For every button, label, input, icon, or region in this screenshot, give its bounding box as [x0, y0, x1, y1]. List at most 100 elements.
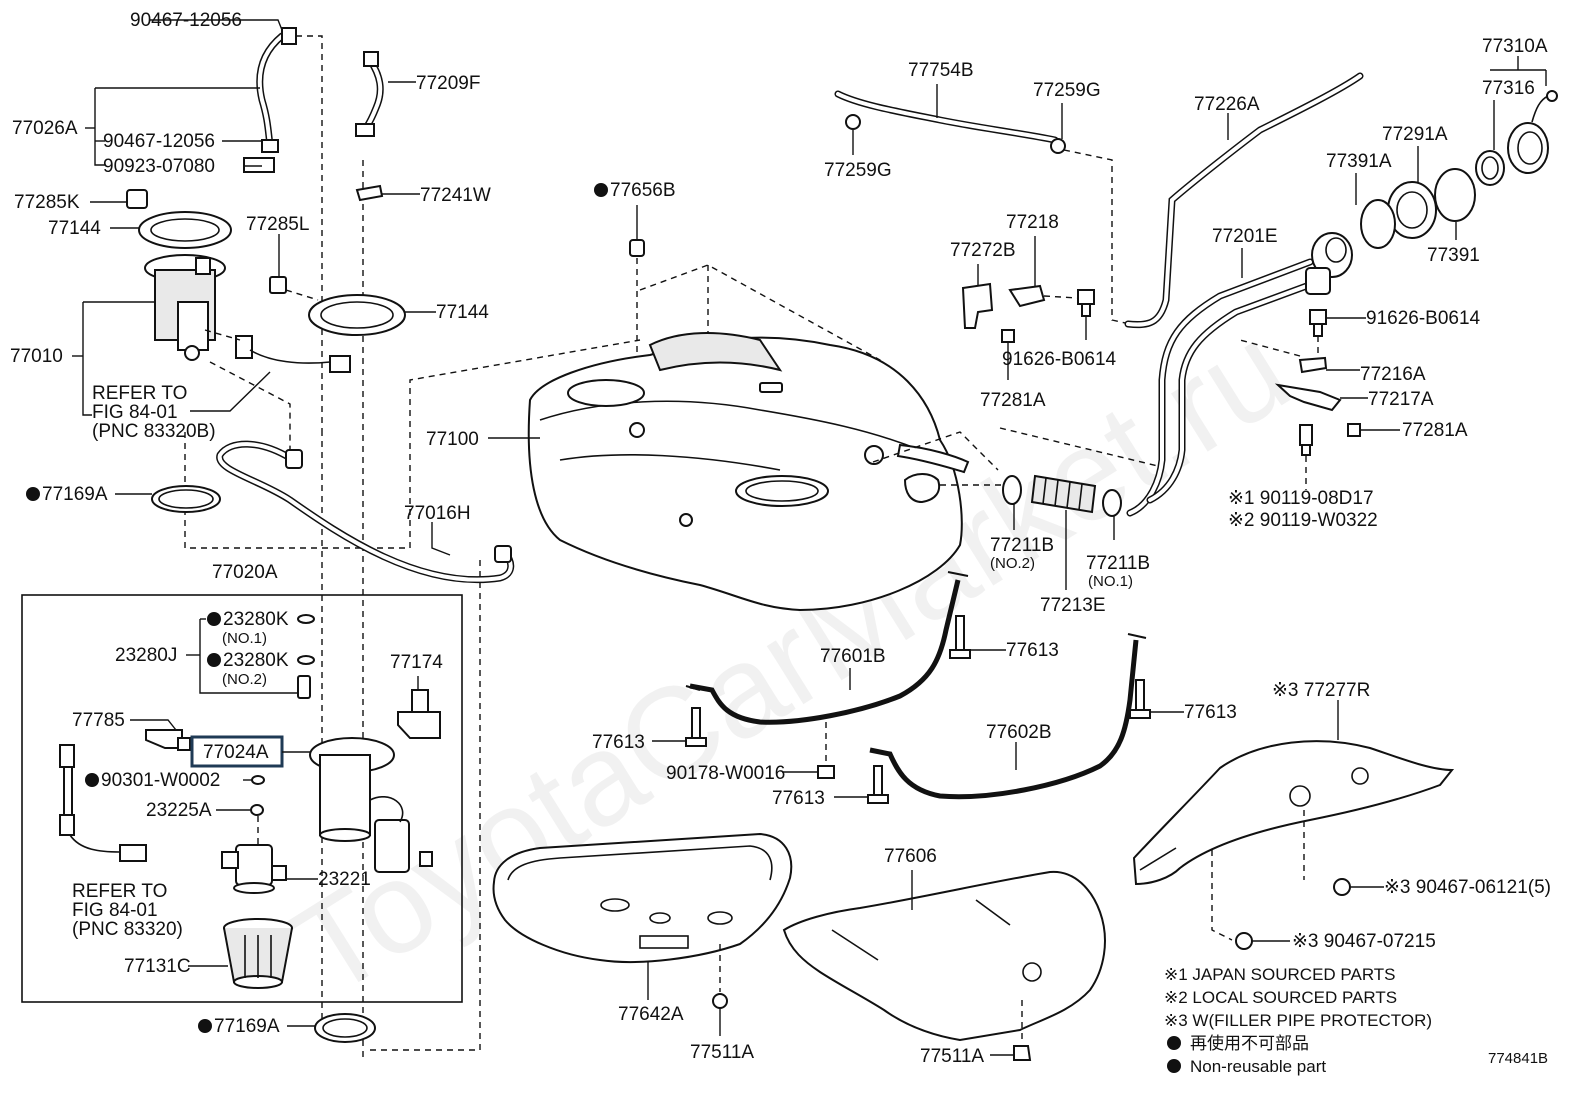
label-77281A-right[interactable]: 77281A	[1402, 420, 1468, 441]
label-77144-left[interactable]: 77144	[48, 218, 101, 239]
clamp-77216A[interactable]	[1298, 356, 1328, 374]
fuel-hose-77016H[interactable]	[216, 440, 515, 584]
clamp-77259G-top[interactable]	[1050, 138, 1066, 154]
clip-77281A-right[interactable]	[1347, 423, 1361, 437]
clip-90467-07215[interactable]	[1235, 932, 1253, 950]
tank-band-77601B[interactable]	[685, 571, 969, 725]
oring-23280K-no2[interactable]	[297, 655, 315, 665]
label-77391[interactable]: 77391	[1427, 245, 1480, 266]
bezel-77291A[interactable]	[1387, 181, 1437, 239]
label-77259G-top[interactable]: 77259G	[1033, 80, 1101, 101]
sender-gauge-connector[interactable]	[59, 744, 147, 862]
label-77511A-left[interactable]: 77511A	[690, 1042, 754, 1063]
label-77613-c[interactable]: 77613	[1184, 702, 1237, 723]
clip-90467-06121[interactable]	[1333, 878, 1351, 896]
label-23221[interactable]: 23221	[318, 869, 371, 890]
label-77100[interactable]: 77100	[426, 429, 479, 450]
label-77209F[interactable]: 77209F	[416, 73, 480, 94]
breather-tube-77226A[interactable]	[1124, 72, 1364, 329]
fuel-tank-77100[interactable]	[527, 332, 970, 612]
label-77613-a[interactable]: 77613	[1006, 640, 1059, 661]
label-77174[interactable]: 77174	[390, 652, 443, 673]
label-77285L[interactable]: 77285L	[246, 214, 309, 235]
label-90923-07080[interactable]: 90923-07080	[103, 156, 215, 177]
nut-90178-W0016[interactable]	[817, 765, 835, 779]
pressure-regulator-23280J[interactable]	[297, 675, 311, 699]
clamp-77218[interactable]	[1008, 284, 1046, 308]
bolt-77613-c[interactable]	[1129, 679, 1151, 719]
hose-assembly-77026A[interactable]	[243, 27, 297, 173]
label-77613-b[interactable]: 77613	[592, 732, 645, 753]
refer-1-line2[interactable]: FIG 84-01	[92, 402, 178, 423]
protector-77642A[interactable]	[492, 832, 793, 963]
label-77785[interactable]: 77785	[72, 710, 125, 731]
seal-77391A[interactable]	[1360, 199, 1396, 249]
protector-77606[interactable]	[782, 870, 1106, 1042]
label-77285K[interactable]: 77285K	[14, 192, 80, 213]
clamp-77217A[interactable]	[1274, 383, 1342, 412]
label-77601B[interactable]: 77601B	[820, 646, 886, 667]
filler-pipe-protector-77277R[interactable]	[1132, 740, 1455, 886]
bracket-77174[interactable]	[397, 689, 441, 739]
grommet-77656B[interactable]	[629, 239, 645, 257]
clamp-77211B-no2[interactable]	[1002, 475, 1022, 505]
label-77211B-no2[interactable]: 77211B	[990, 535, 1054, 556]
clamp-77211B-no1[interactable]	[1102, 489, 1122, 517]
bolt-77613-a[interactable]	[949, 615, 971, 659]
label-77024A[interactable]: 77024A	[203, 742, 269, 763]
clip-77285L[interactable]	[269, 276, 287, 294]
label-91626-B0614-mid[interactable]: 91626-B0614	[1002, 349, 1117, 370]
bolt-90119[interactable]	[1299, 424, 1313, 456]
label-90467-07215[interactable]: ※3 90467-07215	[1292, 931, 1436, 952]
clip-77785[interactable]	[145, 729, 191, 751]
fuel-pump-sender-77010[interactable]	[144, 254, 351, 373]
bolt-77613-d[interactable]	[867, 765, 889, 804]
hose-77754B[interactable]	[834, 90, 1059, 144]
clip-77285K[interactable]	[126, 189, 148, 209]
ring-77144-mid[interactable]	[308, 294, 406, 336]
oring-23280K-no1[interactable]	[297, 614, 315, 624]
filter-23225A[interactable]	[250, 804, 264, 816]
label-77277R[interactable]: ※3 77277R	[1272, 680, 1370, 701]
clip-77281A-mid[interactable]	[1001, 329, 1015, 343]
tube-77209F[interactable]	[355, 51, 384, 137]
clip-77241W[interactable]	[355, 184, 384, 202]
label-77201E[interactable]: 77201E	[1212, 226, 1278, 247]
label-90467-12056[interactable]: 90467-12056	[103, 131, 215, 152]
label-77613-d[interactable]: 77613	[772, 788, 825, 809]
label-23225A[interactable]: 23225A	[146, 800, 212, 821]
label-77016H[interactable]: 77016H	[404, 503, 471, 524]
fuel-pump-assembly-77020A[interactable]	[309, 737, 433, 873]
label-77217A[interactable]: 77217A	[1368, 389, 1434, 410]
label-77241W[interactable]: 77241W	[420, 185, 491, 206]
label-77511A-right[interactable]: 77511A	[920, 1046, 984, 1067]
label-77281A-mid[interactable]: 77281A	[980, 390, 1046, 411]
label-23280K-no2[interactable]: 23280K	[223, 650, 289, 671]
label-77310A[interactable]: 77310A	[1482, 36, 1548, 57]
label-77213E[interactable]: 77213E	[1040, 595, 1106, 616]
seal-77391[interactable]	[1434, 168, 1476, 222]
label-77169A-top[interactable]: 77169A	[42, 484, 108, 505]
label-77026A[interactable]: 77026A	[12, 118, 78, 139]
gasket-77169A-top[interactable]	[151, 485, 221, 513]
label-77291A[interactable]: 77291A	[1382, 124, 1448, 145]
bolt-77613-b[interactable]	[685, 707, 707, 747]
tank-band-77602B[interactable]	[869, 633, 1147, 800]
label-23280K-no1[interactable]: 23280K	[223, 609, 289, 630]
label-77259G-left[interactable]: 77259G	[824, 160, 892, 181]
label-90119-08D17[interactable]: ※1 90119-08D17	[1228, 488, 1374, 509]
gasket-77169A-bottom[interactable]	[314, 1013, 376, 1043]
filler-hose-77213E[interactable]	[1030, 474, 1097, 514]
label-77642A[interactable]: 77642A	[618, 1004, 684, 1025]
pump-cover-77131C[interactable]	[223, 918, 293, 989]
filler-pipe-77201E[interactable]	[1126, 232, 1353, 517]
label-77020A[interactable]: 77020A	[212, 562, 278, 583]
label-91626-B0614-right[interactable]: 91626-B0614	[1366, 308, 1481, 329]
label-77010[interactable]: 77010	[10, 346, 63, 367]
clamp-77259G-left[interactable]	[845, 114, 861, 130]
label-23280J[interactable]: 23280J	[115, 645, 177, 666]
label-77131C[interactable]: 77131C	[124, 956, 191, 977]
label-77226A[interactable]: 77226A	[1194, 94, 1260, 115]
oring-90301-W0002[interactable]	[251, 775, 265, 785]
label-77316[interactable]: 77316	[1482, 78, 1535, 99]
